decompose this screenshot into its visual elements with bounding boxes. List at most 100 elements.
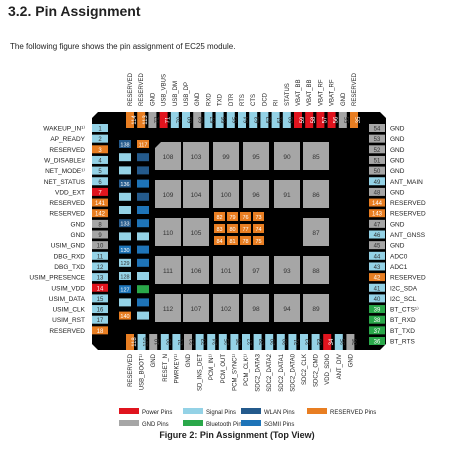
pin-pad — [369, 283, 385, 292]
legend-label: Power Pins — [142, 410, 172, 416]
pin-pad — [218, 334, 227, 350]
pin-pad — [265, 334, 274, 350]
pin-pad — [369, 145, 385, 154]
pin-pad — [137, 334, 146, 350]
pin-pad — [300, 334, 308, 350]
pin-number: 46 — [374, 233, 381, 239]
pin-number: 35 — [341, 338, 347, 345]
inner-pin-pad — [137, 232, 149, 241]
pin-label: RTS — [240, 94, 246, 106]
pin-number: 52 — [374, 148, 381, 154]
gnd-pad — [155, 294, 181, 322]
legend-label: RESERVED Pins — [330, 410, 376, 416]
inner-pin-number: 140 — [120, 314, 129, 320]
inner-pin-number: 136 — [120, 182, 129, 188]
gnd-pad-number: 103 — [191, 154, 202, 161]
pin-pad — [92, 198, 108, 207]
inner-pin-pad — [119, 285, 131, 294]
pin-number: 39 — [374, 308, 381, 314]
pin-number: 37 — [374, 329, 381, 335]
gnd-pad — [183, 294, 209, 322]
inner-pin-pad — [119, 245, 131, 254]
pin-pad — [369, 315, 385, 324]
pin-label: BT_RXD — [390, 317, 416, 324]
pin-pad — [369, 177, 385, 186]
pin-number: 2 — [98, 137, 102, 143]
pin-pad — [92, 155, 108, 164]
pin-pad — [92, 326, 108, 335]
pin-label: RXD — [206, 93, 212, 106]
pin-label: SDC2_DATA1 — [279, 353, 285, 391]
pin-pad — [92, 315, 108, 324]
pin-number: 21 — [178, 338, 184, 345]
reserved-pad-number: 74 — [255, 227, 261, 233]
pin-label: GND — [390, 189, 405, 196]
inner-pin-pad — [137, 206, 149, 214]
gnd-pad — [183, 142, 209, 170]
pin-pad — [276, 334, 285, 350]
legend-label: Signal Pins — [206, 410, 236, 416]
pin-label: USB_BOOT¹⁾ — [139, 353, 146, 390]
pin-pad — [92, 241, 108, 250]
gnd-pad — [243, 256, 269, 284]
pin-pad — [92, 283, 108, 292]
pin-number: 34 — [329, 338, 335, 345]
gnd-pad — [303, 142, 329, 170]
pin-number: 36 — [374, 340, 381, 346]
pin-label: SDC2_CMD — [314, 353, 320, 387]
pin-label: GND — [348, 353, 354, 367]
gnd-pad — [274, 142, 300, 170]
pin-pad — [126, 112, 134, 128]
pin-number: 58 — [311, 116, 317, 123]
inner-pin-pad — [119, 192, 131, 201]
pin-label: PCM_OUT — [221, 354, 227, 384]
pin-pad — [282, 112, 291, 128]
reserved-pad-number: 79 — [229, 215, 235, 221]
pin-number: 17 — [97, 318, 104, 324]
pin-label: VBAT_RF — [330, 79, 336, 106]
pin-number: 6 — [98, 180, 102, 186]
pin-label: PCM_IN¹⁾ — [208, 353, 215, 380]
pin-label: DBG_TXD — [54, 264, 85, 271]
pin-number: 60 — [289, 116, 295, 123]
gnd-pad — [183, 218, 209, 246]
pin-label: GND — [195, 92, 201, 106]
pin-number: 33 — [318, 338, 324, 345]
pin-number: 142 — [95, 212, 106, 218]
pin-number: 114 — [132, 115, 138, 125]
pin-label: NET_STATUS — [44, 179, 86, 186]
pin-label: RESET_N — [163, 354, 169, 382]
pin-pad — [369, 166, 385, 175]
pin-pad — [126, 334, 134, 350]
pin-label: RESERVED — [128, 353, 134, 387]
pin-label: AP_READY — [50, 136, 85, 143]
pin-pad — [137, 112, 146, 128]
inner-pin-number: 129 — [120, 261, 129, 267]
pin-label: GND — [390, 157, 405, 164]
pin-pad — [369, 326, 385, 335]
pin-pad — [369, 124, 385, 132]
pin-number: 59 — [300, 116, 306, 123]
pin-pad — [350, 112, 358, 128]
pin-label: RESERVED — [390, 211, 426, 218]
pin-pad — [369, 230, 385, 239]
reserved-pad — [214, 236, 225, 245]
reserved-pad — [214, 212, 225, 221]
pin-number: 53 — [374, 137, 381, 143]
gnd-pad — [303, 256, 329, 284]
pin-label: USIM_VDD — [51, 285, 85, 292]
pin-number: 32 — [306, 338, 312, 345]
pin-label: GND — [71, 232, 86, 239]
gnd-pad — [213, 180, 239, 208]
pin-label: NET_MODE¹⁾ — [45, 167, 85, 175]
inner-pin-pad — [137, 298, 149, 307]
gnd-pad-number: 91 — [283, 192, 291, 199]
inner-pin-pad — [119, 232, 131, 241]
pin-pad — [369, 262, 385, 271]
pin-pad — [316, 112, 325, 128]
inner-pin-pad — [137, 166, 149, 175]
pin-number: 66 — [222, 116, 228, 123]
pin-number: 5 — [98, 169, 102, 175]
gnd-pad — [274, 180, 300, 208]
pin-label: USB_DM — [173, 81, 179, 106]
